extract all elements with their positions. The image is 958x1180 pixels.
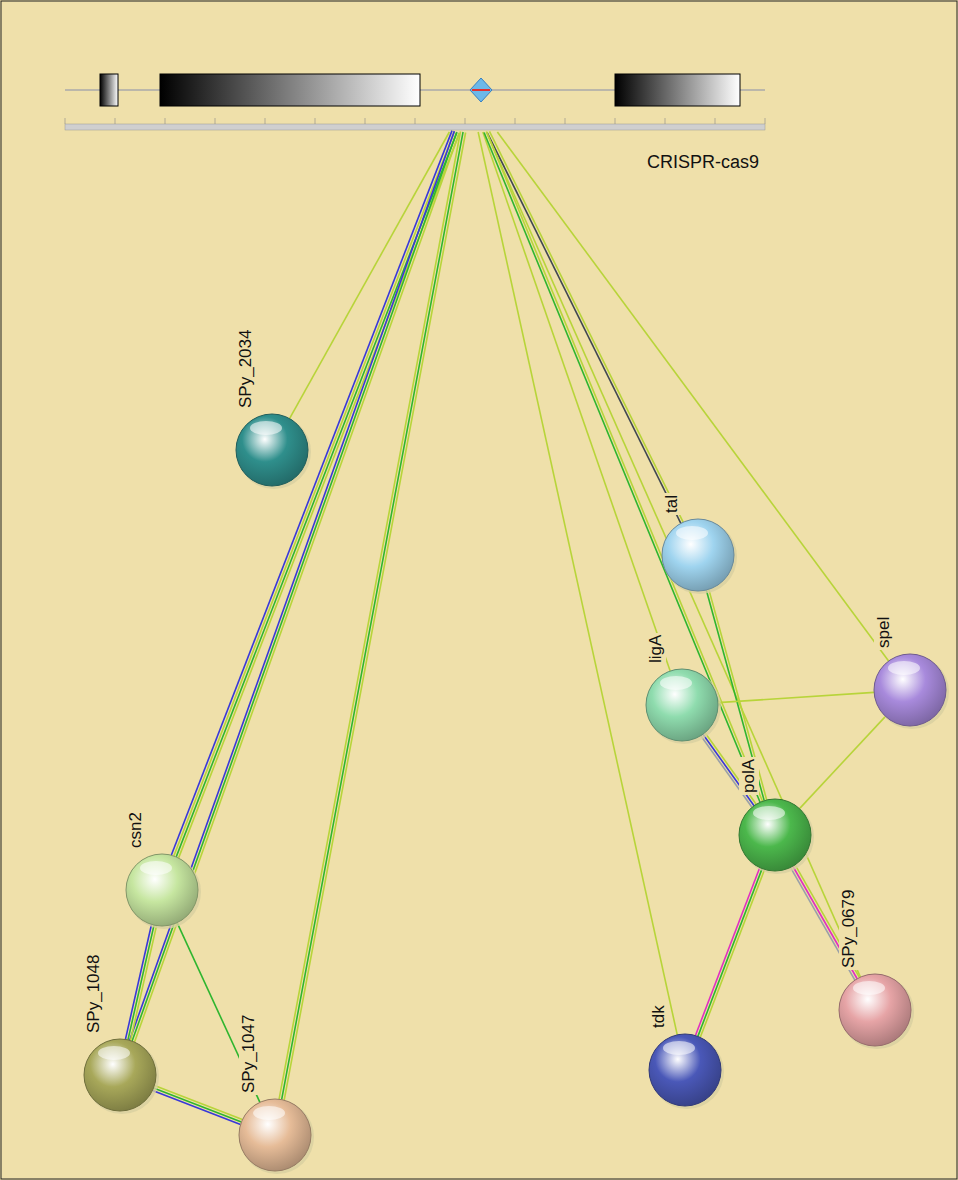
sphere-art: [735, 795, 815, 875]
sphere-art: [658, 515, 738, 595]
evidence-line: [497, 132, 888, 661]
protein-sphere: tdk: [645, 1030, 725, 1110]
protein-label: tal: [662, 493, 682, 515]
evidence-line: [490, 131, 684, 522]
interaction-edge: [486, 132, 860, 977]
sphere-art: [232, 410, 312, 490]
protein-sphere: SPy_1047: [235, 1095, 315, 1175]
protein-sphere: spel: [870, 650, 950, 730]
interaction-edge: [487, 131, 683, 523]
sphere-art: [870, 650, 950, 730]
interaction-edge: [484, 132, 762, 803]
evidence-line: [282, 132, 463, 1100]
interaction-edge: [497, 132, 888, 661]
interaction-edge: [800, 716, 886, 808]
evidence-line: [484, 132, 760, 802]
evidence-line: [177, 923, 260, 1103]
interaction-edge: [125, 925, 156, 1041]
sphere-art: [642, 665, 722, 745]
evidence-line: [153, 1090, 241, 1124]
interaction-edge: [695, 868, 764, 1038]
protein-label: SPy_1047: [239, 1013, 259, 1095]
evidence-line: [487, 133, 681, 524]
protein-label: SPy_2034: [236, 328, 256, 410]
evidence-line: [700, 870, 764, 1038]
evidence-line: [698, 869, 762, 1037]
protein-label: tdk: [649, 1003, 669, 1030]
evidence-line: [128, 925, 154, 1040]
interaction-edge: [177, 923, 260, 1103]
protein-label: csn2: [126, 810, 146, 850]
interaction-edge: [478, 132, 677, 1035]
protein-sphere: SPy_1048: [80, 1035, 160, 1115]
protein-label: SPy_0679: [839, 888, 859, 970]
evidence-line: [486, 132, 860, 977]
evidence-line: [154, 1088, 242, 1122]
sphere-art: [235, 1095, 315, 1175]
protein-node: CRISPR-cas9: [60, 60, 780, 132]
sphere-art: [80, 1035, 160, 1115]
protein-label: spel: [874, 615, 894, 650]
sphere-art: [645, 1030, 725, 1110]
evidence-line: [483, 132, 670, 671]
interaction-edge: [791, 865, 860, 980]
interaction-edge: [279, 132, 466, 1101]
sphere-art: [122, 850, 202, 930]
evidence-line: [155, 1086, 243, 1120]
evidence-line: [478, 132, 677, 1035]
protein-label: SPy_1048: [84, 953, 104, 1035]
protein-sphere: ligA: [642, 665, 722, 745]
protein-sphere: csn2: [122, 850, 202, 930]
evidence-line: [795, 865, 859, 977]
interaction-edge: [483, 132, 670, 671]
interaction-edge: [153, 1086, 243, 1125]
evidence-line: [486, 132, 762, 802]
evidence-line: [284, 132, 465, 1100]
evidence-line: [131, 926, 157, 1041]
interaction-edge: [718, 692, 874, 702]
protein-label: ligA: [646, 633, 666, 665]
evidence-line: [125, 925, 151, 1040]
evidence-line: [171, 131, 452, 855]
protein-sphere: tal: [658, 515, 738, 595]
evidence-line: [800, 716, 886, 808]
evidence-line: [279, 132, 460, 1100]
node-title: CRISPR-cas9: [645, 152, 761, 172]
evidence-line: [695, 868, 759, 1036]
sphere-art: [835, 970, 915, 1050]
protein-sphere: SPy_2034: [232, 410, 312, 490]
protein-sphere: SPy_0679: [835, 970, 915, 1050]
protein-label: polA: [739, 757, 759, 795]
protein-sphere: polA: [735, 795, 815, 875]
evidence-line: [718, 692, 874, 702]
evidence-line: [174, 132, 455, 856]
domain-bar: [65, 74, 765, 130]
